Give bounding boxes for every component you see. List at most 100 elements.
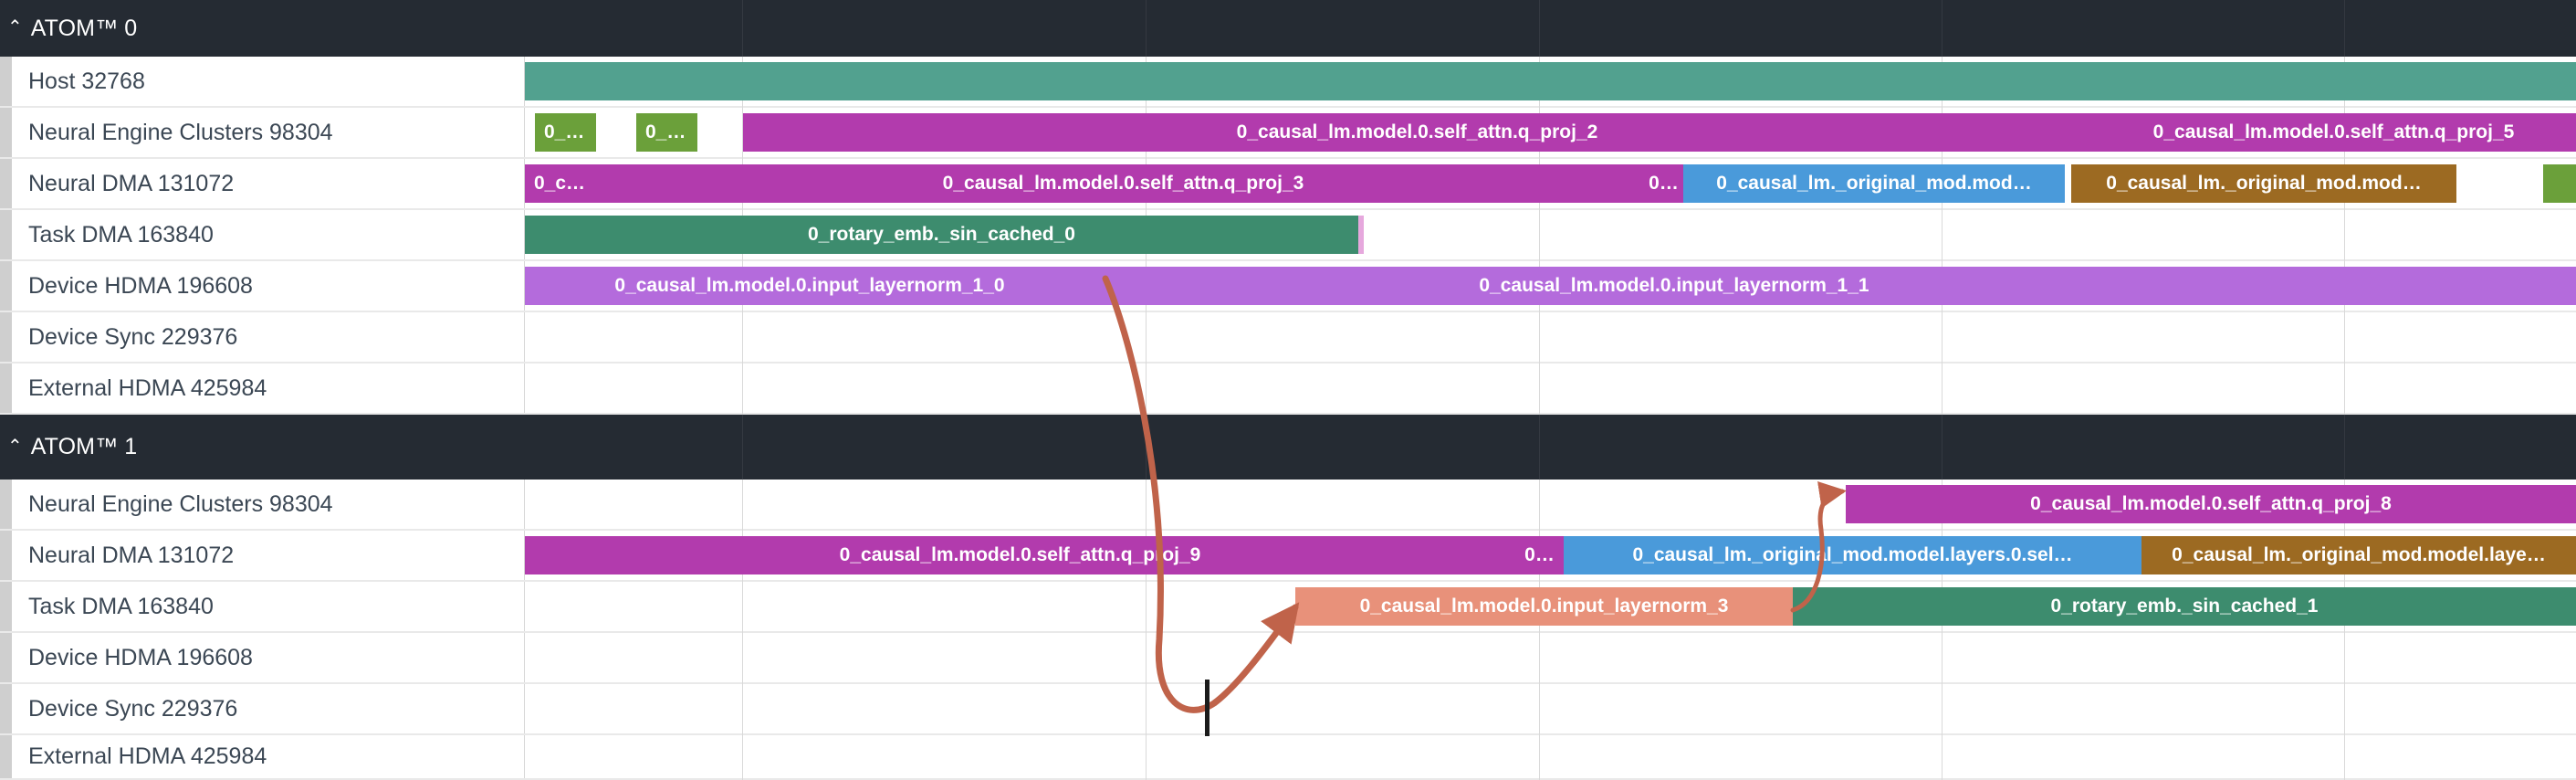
track-gutter — [0, 57, 12, 106]
track-gutter — [0, 261, 12, 311]
timeline-slice[interactable]: 0_causal_lm._original_mod.model.laye… — [2141, 536, 2576, 574]
timeline-slice[interactable]: 0_c… — [525, 164, 602, 203]
timeline-slice[interactable]: 0_causal_lm._original_mod.model.layers.0… — [1564, 536, 2141, 574]
track-lane[interactable]: 0_causal_lm.model.0.input_layernorm_3 0_r… — [525, 582, 2576, 631]
track-lane[interactable] — [525, 312, 2576, 362]
track-row[interactable]: Device Sync 229376 — [0, 684, 2576, 735]
slice-label: 0_causal_lm.model.0.input_layernorm_3 — [1359, 596, 1729, 617]
track-label-cell[interactable]: Neural Engine Clusters 98304 — [0, 480, 525, 529]
timeline-slice[interactable]: 0_causal_lm._original_mod.mod… — [2071, 164, 2456, 203]
group-header-ticks — [0, 415, 2576, 480]
track-gutter — [0, 582, 12, 631]
slice-label: 0_causal_lm.model.0.self_attn.q_proj_8 — [2030, 493, 2392, 514]
timeline-slice[interactable]: 0… — [1644, 164, 1683, 203]
track-label: Neural Engine Clusters 98304 — [28, 119, 333, 145]
track-lane[interactable]: 0_rotary_emb._sin_cached_0 — [525, 210, 2576, 259]
track-row[interactable]: Device HDMA 196608 0_causal_lm.model.0.in… — [0, 261, 2576, 312]
track-lane[interactable]: 0_causal_lm.model.0.input_layernorm_1_0 0… — [525, 261, 2576, 311]
track-row[interactable]: External HDMA 425984 — [0, 364, 2576, 415]
track-row[interactable]: Device HDMA 196608 — [0, 633, 2576, 684]
track-label-cell[interactable]: Device HDMA 196608 — [0, 633, 525, 682]
slice-label: 0_causal_lm.model.0.self_attn.q_proj_3 — [942, 173, 1304, 194]
timeline-slice[interactable]: 0_causal_lm.model.0.input_layernorm_1_1 — [1094, 267, 2254, 305]
track-label: Task DMA 163840 — [28, 593, 214, 619]
track-label-cell[interactable]: Task DMA 163840 — [0, 582, 525, 631]
timeline-slice[interactable]: 0_rotary_emb._sin_cached_0 — [525, 216, 1358, 254]
track-label-cell[interactable]: Neural Engine Clusters 98304 — [0, 108, 525, 157]
track-lane[interactable] — [525, 633, 2576, 682]
timeline-slice[interactable]: 0… — [1515, 536, 1564, 574]
timeline-slice[interactable] — [525, 62, 2576, 100]
track-label: Neural Engine Clusters 98304 — [28, 490, 333, 517]
track-label: Device Sync 229376 — [28, 323, 238, 350]
slice-label: 0… — [1649, 173, 1679, 194]
slice-label: 0_rotary_emb._sin_cached_1 — [2050, 596, 2319, 617]
track-lane[interactable]: 0_c… 0_causal_lm.model.0.self_attn.q_proj… — [525, 159, 2576, 208]
track-row[interactable]: Neural DMA 131072 0_c… 0_causal_lm.model.0… — [0, 159, 2576, 210]
group-header-atom-1[interactable]: ⌃ ATOM™ 1 — [0, 415, 2576, 480]
track-gutter — [0, 210, 12, 259]
track-label-cell[interactable]: Host 32768 — [0, 57, 525, 106]
timeline-slice[interactable]: 0_causal_lm.model.0.self_attn.q_proj_8 — [1846, 485, 2576, 523]
track-row[interactable]: External HDMA 425984 — [0, 735, 2576, 780]
timeline-slice[interactable] — [1358, 216, 1364, 254]
track-row[interactable]: Task DMA 163840 0_causal_lm.model.0.input… — [0, 582, 2576, 633]
timeline-slice[interactable]: 0_causal_lm.model.0.input_layernorm_3 — [1295, 587, 1793, 626]
timeline-slice[interactable]: 0_rotary_emb._sin_cached_1 — [1793, 587, 2576, 626]
timeline-slice[interactable] — [2254, 267, 2576, 305]
group-title: ATOM™ 0 — [30, 15, 138, 41]
chevron-up-icon[interactable]: ⌃ — [7, 436, 23, 457]
timeline-slice[interactable]: 0_causal_lm._original_mod.mod… — [1683, 164, 2065, 203]
track-lane[interactable] — [525, 57, 2576, 106]
track-label-cell[interactable]: External HDMA 425984 — [0, 735, 525, 778]
timeline-slice[interactable]: 0_causal_lm.model.0.self_attn.q_proj_5 — [2091, 113, 2576, 152]
timeline-slice[interactable]: 0_causal_lm.model.0.self_attn.q_proj_3 — [602, 164, 1644, 203]
slice-label: 0_c… — [534, 173, 586, 194]
slice-label: 0_causal_lm.model.0.self_attn.q_proj_2 — [1236, 121, 1598, 142]
track-label-cell[interactable]: Device Sync 229376 — [0, 312, 525, 362]
timeline-slice[interactable]: 0_causal_lm.model.0.input_layernorm_1_0 — [525, 267, 1094, 305]
track-label: Neural DMA 131072 — [28, 170, 235, 196]
slice-label: 0_causal_lm.model.0.self_attn.q_proj_5 — [2152, 121, 2515, 142]
slice-label: 0_… — [645, 121, 686, 142]
track-row[interactable]: Device Sync 229376 — [0, 312, 2576, 364]
track-label-cell[interactable]: External HDMA 425984 — [0, 364, 525, 413]
group-title: ATOM™ 1 — [30, 434, 138, 459]
slice-label: 0_causal_lm.model.0.self_attn.q_proj_9 — [839, 544, 1201, 565]
track-lane[interactable]: 0_… 0_… 0_causal_lm.model.0.self_attn.q_pr… — [525, 108, 2576, 157]
track-label: Device HDMA 196608 — [28, 272, 253, 299]
timeline-slice[interactable]: 0_causal_lm.model.0.self_attn.q_proj_2 — [743, 113, 2091, 152]
track-gutter — [0, 633, 12, 682]
timeline-slice[interactable] — [2543, 164, 2576, 203]
track-row[interactable]: Host 32768 — [0, 57, 2576, 108]
track-lane[interactable] — [525, 735, 2576, 778]
timeline-slice[interactable]: 0_… — [636, 113, 697, 152]
track-row[interactable]: Neural Engine Clusters 98304 0_causal_lm.… — [0, 480, 2576, 531]
group-header-atom-0[interactable]: ⌃ ATOM™ 0 — [0, 0, 2576, 57]
track-gutter — [0, 312, 12, 362]
timeline-slice[interactable]: 0_… — [535, 113, 596, 152]
track-gutter — [0, 480, 12, 529]
track-row[interactable]: Neural Engine Clusters 98304 0_… 0_… 0_caus… — [0, 108, 2576, 159]
slice-label: 0… — [1524, 544, 1555, 565]
track-label-cell[interactable]: Neural DMA 131072 — [0, 531, 525, 580]
track-lane[interactable]: 0_causal_lm.model.0.self_attn.q_proj_8 — [525, 480, 2576, 529]
track-label: Host 32768 — [28, 68, 145, 94]
timeline-slice[interactable]: 0_causal_lm.model.0.self_attn.q_proj_9 — [525, 536, 1515, 574]
track-label-cell[interactable]: Device Sync 229376 — [0, 684, 525, 733]
track-label: External HDMA 425984 — [28, 374, 267, 401]
track-label-cell[interactable]: Device HDMA 196608 — [0, 261, 525, 311]
track-lane[interactable] — [525, 684, 2576, 733]
track-label-cell[interactable]: Task DMA 163840 — [0, 210, 525, 259]
track-label-cell[interactable]: Neural DMA 131072 — [0, 159, 525, 208]
track-lane[interactable]: 0_causal_lm.model.0.self_attn.q_proj_9 0…… — [525, 531, 2576, 580]
slice-label: 0_causal_lm.model.0.input_layernorm_1_1 — [1479, 275, 1869, 296]
track-lane[interactable] — [525, 364, 2576, 413]
time-marker[interactable] — [1205, 680, 1209, 736]
chevron-up-icon[interactable]: ⌃ — [7, 17, 23, 37]
slice-label: 0_causal_lm._original_mod.mod… — [2106, 173, 2422, 194]
group-header-ticks — [0, 0, 2576, 57]
